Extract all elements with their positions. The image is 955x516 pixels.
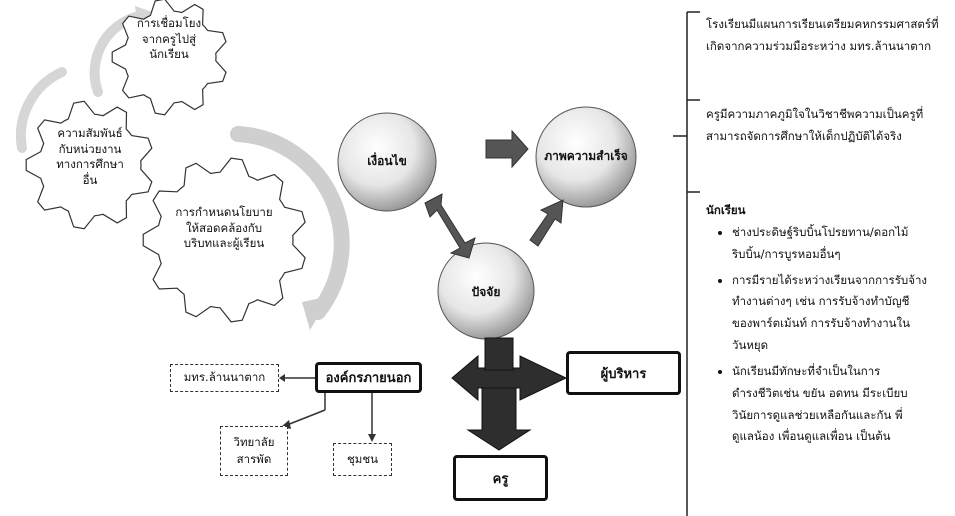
list-item: การมีรายได้ระหว่างเรียนจากการรับจ้าง ทำง… <box>732 270 953 357</box>
external-college-box: วิทยาลัย สารพัด <box>220 426 288 476</box>
gear-shape-1 <box>111 0 227 116</box>
external-org-label: องค์กรภายนอก <box>325 371 412 386</box>
gear-label-2: ความสัมพันธ์ กับหน่วยงาน ทางการศึกษา อื่… <box>56 126 124 187</box>
gear-label-1: การเชื่อมโยง จากครูไปสู่ นักเรียน <box>136 16 202 62</box>
circle-factors-label: ปัจจัย <box>471 285 501 299</box>
gear-shape-3 <box>142 157 306 323</box>
cycle-arc-big <box>230 126 350 320</box>
result-box-students: นักเรียน ช่างประดิษฐ์ริบบิ้นโปรยทาน/ดอกไ… <box>706 200 953 452</box>
admin-label: ผู้บริหาร <box>600 366 647 382</box>
gear-label-3: การกำหนดนโยบาย ให้สอดคล้องกับ บริบทและผู… <box>175 205 273 251</box>
list-item: ช่างประดิษฐ์ริบบิ้นโปรยทาน/ดอกไม้ ริบบิ้… <box>732 222 953 266</box>
list-item: นักเรียนมีทักษะที่จำเป็นในการ ดำรงชีวิตเ… <box>732 361 953 448</box>
cycle-arc-left <box>15 67 67 153</box>
external-org-box: องค์กรภายนอก <box>315 362 422 393</box>
external-mtr-box: มทร.ล้านนาตาก <box>170 364 279 392</box>
teacher-box: ครู <box>453 455 548 501</box>
external-community-box: ชุมชน <box>333 443 392 476</box>
arrow-factors-to-success <box>529 199 564 247</box>
gear-shape-2 <box>25 100 153 230</box>
circle-conditions-label: เงื่อนไข <box>367 154 407 168</box>
arrow-conditions-factors <box>424 193 476 259</box>
circle-success-label: ภาพความสำเร็จ <box>544 149 628 163</box>
students-title: นักเรียน <box>706 203 746 217</box>
circle-conditions <box>337 112 437 212</box>
t-arrow <box>451 337 568 451</box>
students-list: ช่างประดิษฐ์ริบบิ้นโปรยทาน/ดอกไม้ ริบบิ้… <box>706 222 953 448</box>
result-box-school: โรงเรียนมีแผนการเรียนเตรียมคหกรรมศาสตร์ท… <box>706 17 939 53</box>
teacher-label: ครู <box>492 471 509 487</box>
admin-box: ผู้บริหาร <box>566 351 681 395</box>
circle-success <box>535 106 637 208</box>
cycle-arc-big-head <box>302 296 330 330</box>
arrow-conditions-to-success <box>485 129 529 169</box>
result-box-teacher: ครูมีความภาคภูมิใจในวิชาชีพความเป็นครูที… <box>706 107 924 143</box>
